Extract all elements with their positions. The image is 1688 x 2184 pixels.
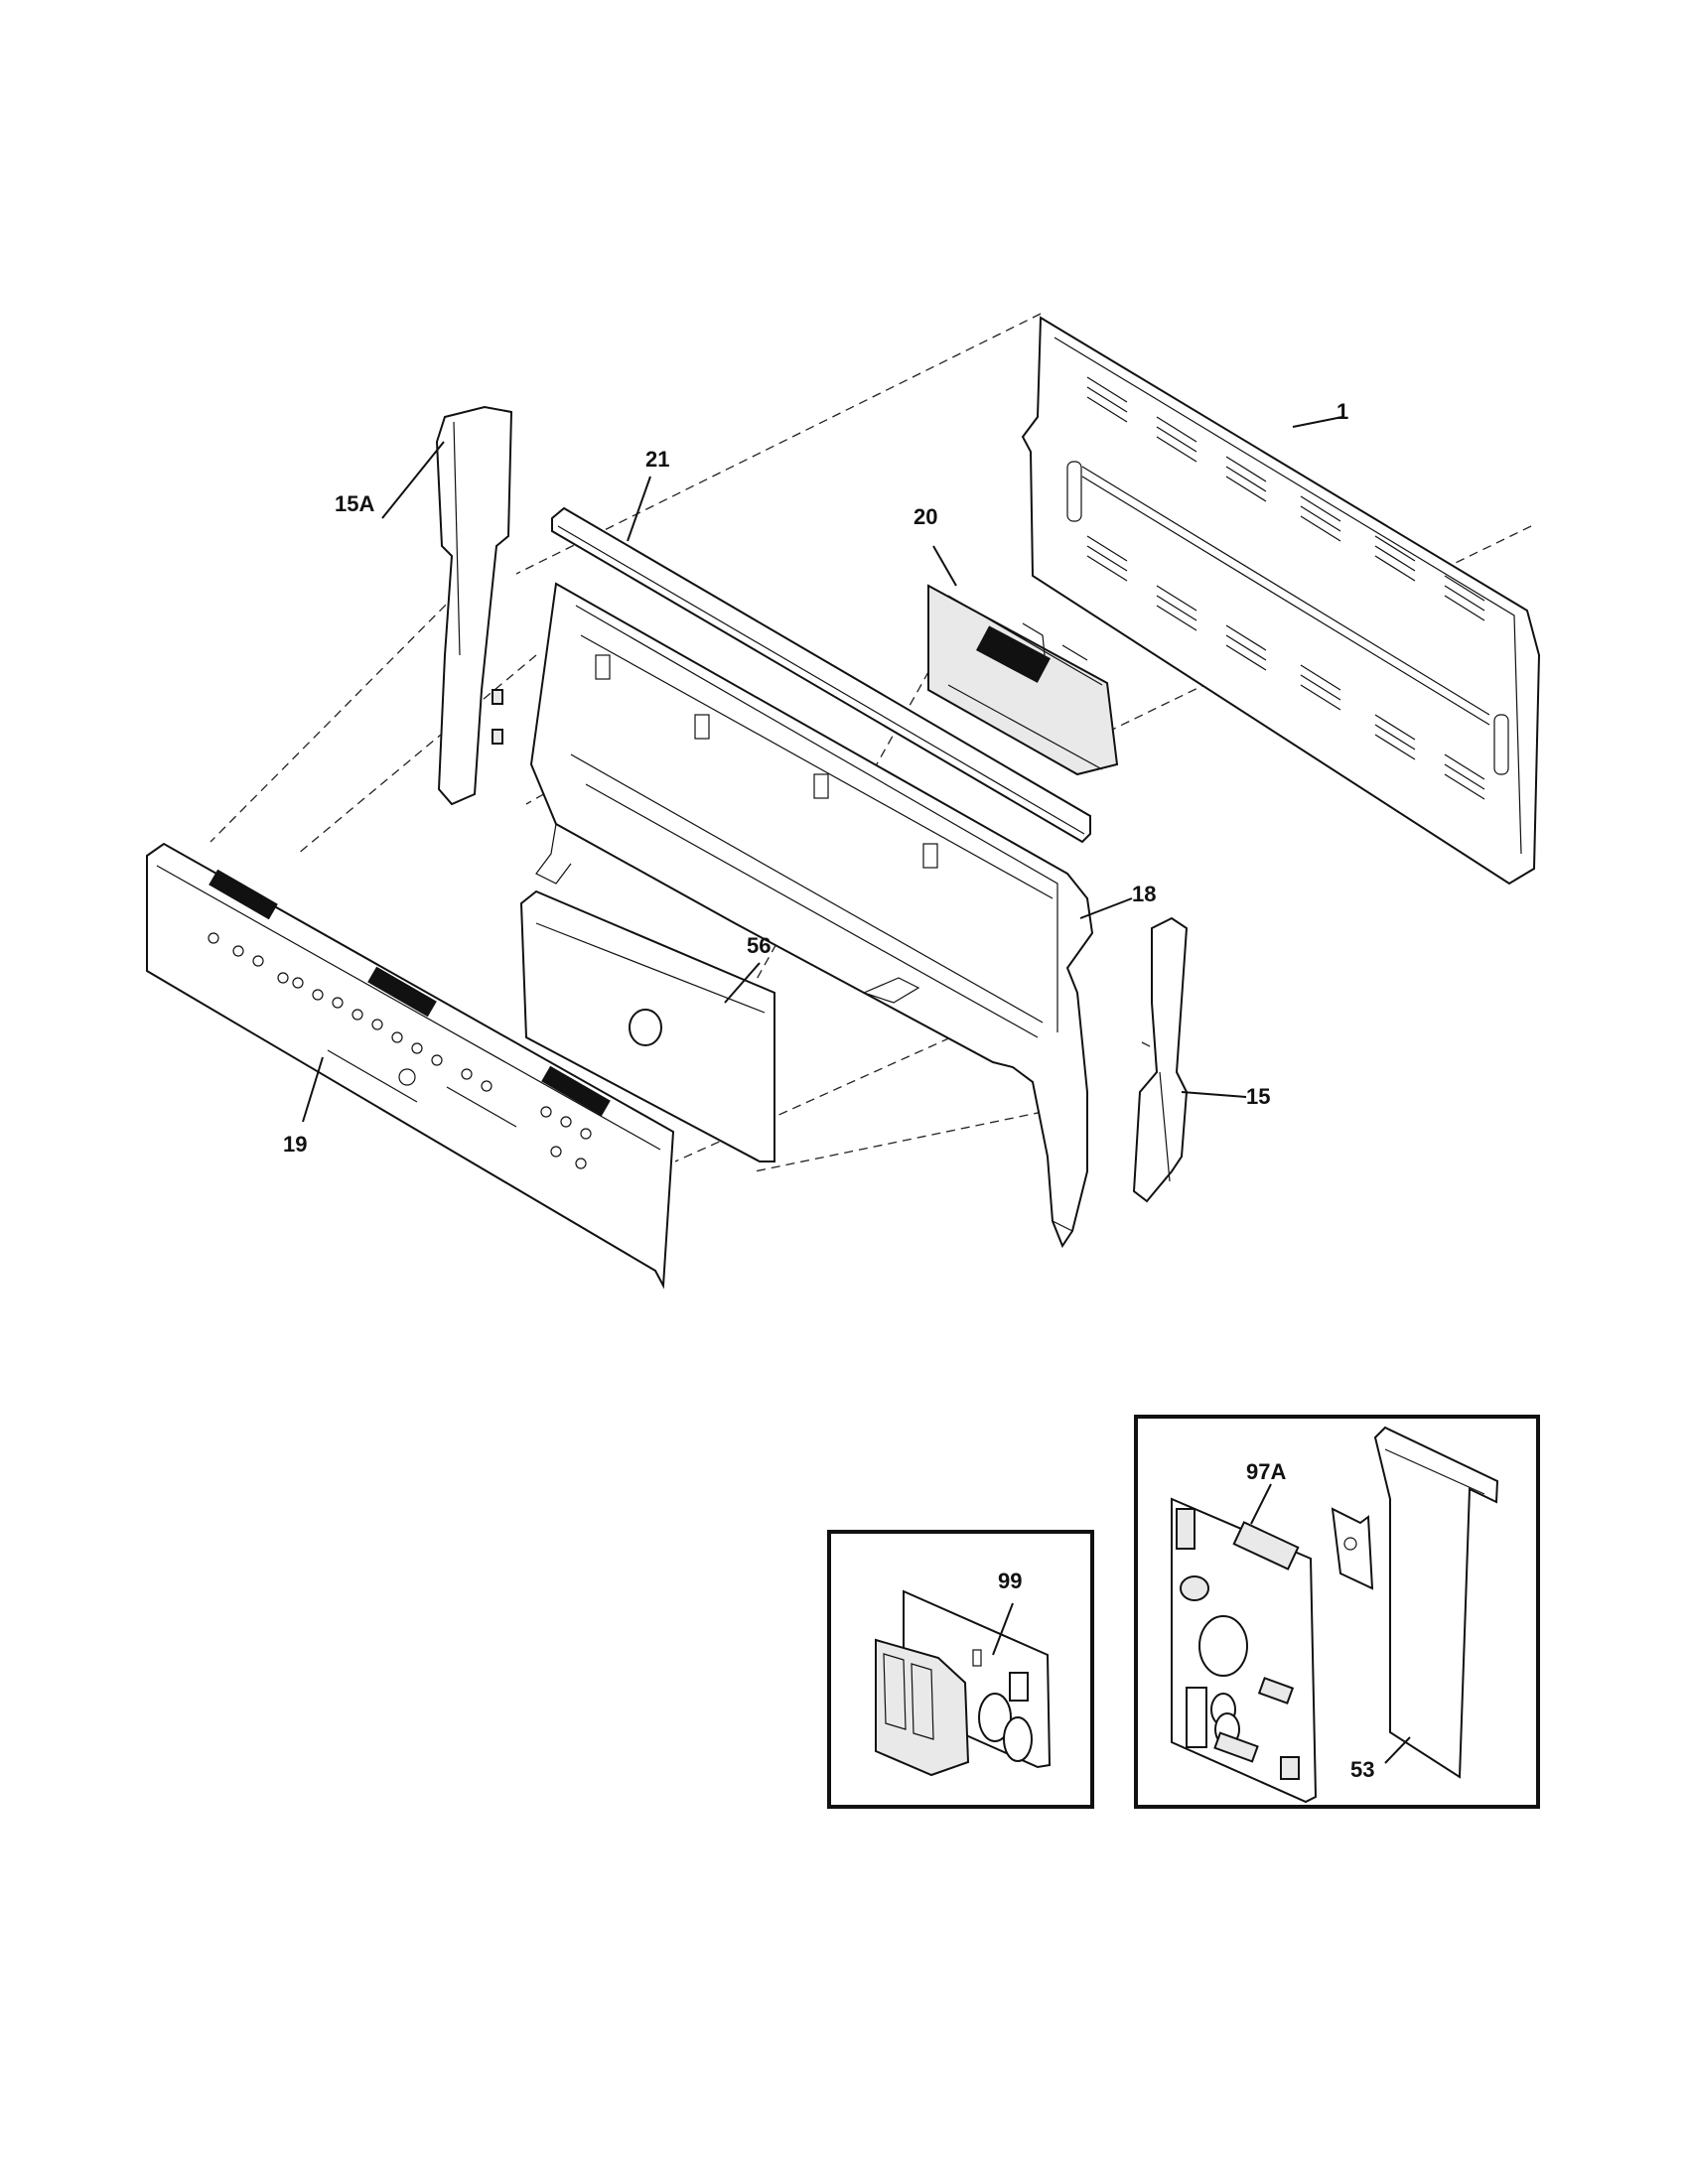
leader-line-15a xyxy=(381,441,445,519)
callout-19: 19 xyxy=(283,1132,307,1157)
shield-panel-part-56 xyxy=(519,889,775,1162)
leader-line-53 xyxy=(1384,1736,1411,1764)
callout-15a: 15A xyxy=(335,491,374,516)
console-frame-part-18 xyxy=(529,582,1094,1249)
board-part-97a xyxy=(1171,1497,1318,1804)
leader-line-99 xyxy=(992,1602,1014,1656)
right-end-cap-part-15 xyxy=(1132,916,1189,1203)
leader-line-56 xyxy=(724,962,761,1004)
vent-slots xyxy=(1086,376,1485,800)
leader-line-21 xyxy=(627,476,651,542)
rear-panel-part-1 xyxy=(1021,316,1541,886)
callout-99: 99 xyxy=(998,1569,1022,1593)
control-board-part-20 xyxy=(927,584,1119,776)
leader-line-1 xyxy=(1292,416,1343,428)
inset-box-part-99 xyxy=(827,1530,1094,1809)
leader-line-97a xyxy=(1250,1483,1272,1525)
leader-line-18 xyxy=(1079,897,1133,919)
left-end-cap-part-15a xyxy=(435,405,513,806)
callout-1: 1 xyxy=(1336,399,1348,424)
callout-56: 56 xyxy=(747,933,771,958)
callout-15: 15 xyxy=(1246,1084,1270,1109)
callout-21: 21 xyxy=(645,447,669,472)
leader-line-15 xyxy=(1181,1091,1247,1098)
leader-line-20 xyxy=(932,545,957,587)
callout-20: 20 xyxy=(914,504,937,529)
callout-18: 18 xyxy=(1132,882,1156,906)
top-trim-part-21 xyxy=(551,506,1091,844)
cover-part-53 xyxy=(1331,1426,1499,1779)
leader-line-19 xyxy=(302,1056,324,1123)
inset-box-part-97a-53 xyxy=(1134,1415,1540,1809)
callout-97a: 97A xyxy=(1246,1459,1286,1484)
control-panel-overlay-part-19 xyxy=(146,842,675,1290)
callout-53: 53 xyxy=(1350,1757,1374,1782)
